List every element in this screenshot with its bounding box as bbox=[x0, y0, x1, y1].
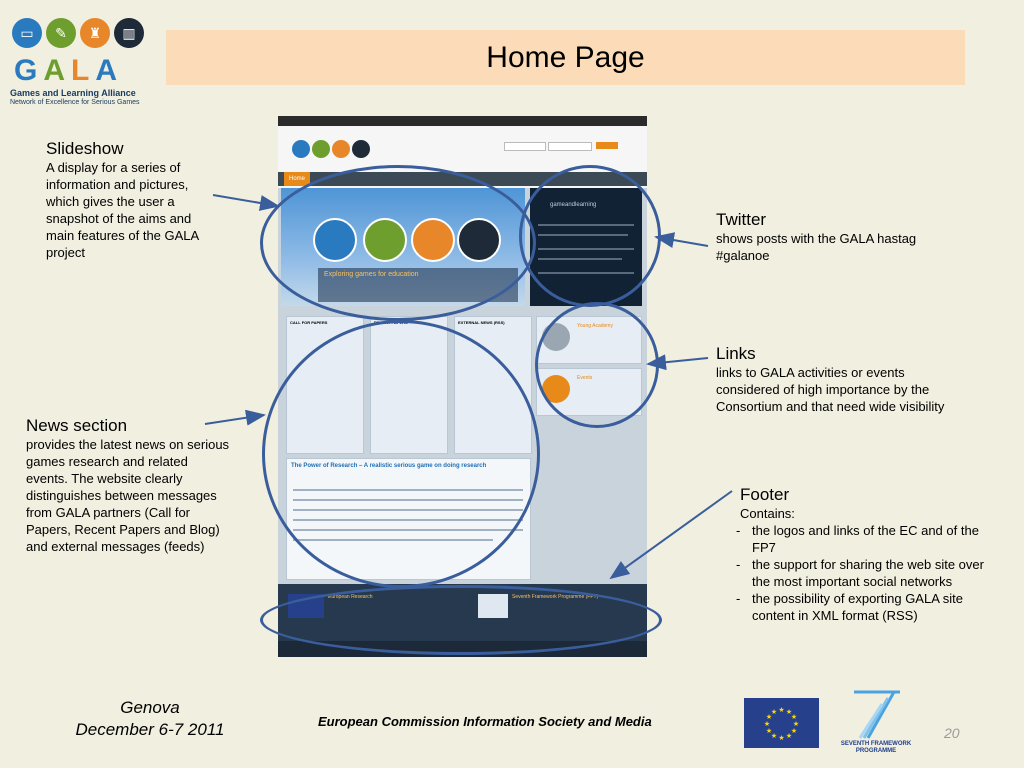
footer-list-item: the possibility of exporting GALA site c… bbox=[734, 590, 1000, 624]
links-heading: Links bbox=[716, 344, 756, 363]
footer-heading: Footer bbox=[740, 485, 790, 504]
fp7-label: SEVENTH FRAMEWORK PROGRAMME bbox=[840, 741, 912, 754]
event-location-date: Genova December 6-7 2011 bbox=[60, 697, 240, 741]
screenshot-logo bbox=[292, 140, 382, 162]
links-ellipse bbox=[535, 302, 659, 428]
slideshow-heading: Slideshow bbox=[46, 139, 124, 158]
svg-text:★: ★ bbox=[791, 727, 797, 735]
footer-list-item: the support for sharing the web site ove… bbox=[734, 556, 1000, 590]
slide-title: Home Page bbox=[486, 40, 645, 74]
event-location: Genova bbox=[120, 698, 180, 717]
monitor-icon: ▭ bbox=[12, 18, 42, 48]
twitter-annotation: Twitter shows posts with the GALA hastag… bbox=[716, 209, 956, 264]
links-annotation: Links links to GALA activities or events… bbox=[716, 343, 966, 415]
footer-ellipse bbox=[260, 585, 662, 655]
twitter-ellipse bbox=[519, 165, 661, 307]
news-ellipse bbox=[262, 320, 540, 588]
footer-list: the logos and links of the EC and of the… bbox=[734, 522, 1000, 624]
svg-text:★: ★ bbox=[791, 713, 797, 721]
event-date: December 6-7 2011 bbox=[75, 720, 225, 739]
news-description: provides the latest news on serious game… bbox=[26, 437, 230, 554]
svg-text:★: ★ bbox=[771, 708, 777, 716]
ec-credit: European Commission Information Society … bbox=[318, 714, 652, 729]
news-annotation: News section provides the latest news on… bbox=[26, 415, 230, 555]
logo-subtitle: Games and Learning Alliance bbox=[10, 88, 136, 98]
logo-tagline: Network of Excellence for Serious Games bbox=[10, 99, 140, 106]
twitter-arrow bbox=[654, 232, 709, 248]
book-icon: ▥ bbox=[114, 18, 144, 48]
gala-logo: ▭ ✎ ♜ ▥ GALA Games and Learning Alliance… bbox=[8, 16, 150, 106]
screenshot-nav-home: Home bbox=[284, 172, 310, 186]
slideshow-annotation: Slideshow A display for a series of info… bbox=[46, 138, 214, 261]
news-heading: News section bbox=[26, 416, 128, 435]
pen-icon: ✎ bbox=[46, 18, 76, 48]
title-bar: Home Page bbox=[166, 30, 965, 85]
twitter-heading: Twitter bbox=[716, 210, 767, 229]
svg-text:★: ★ bbox=[778, 734, 784, 742]
footer-annotation: Footer Contains: the logos and links of … bbox=[736, 484, 1000, 624]
twitter-description: shows posts with the GALA hastag #galano… bbox=[716, 231, 917, 263]
footer-intro: Contains: bbox=[740, 506, 795, 521]
eu-flag-logo: ★★★ ★★★ ★★★ ★★★ bbox=[744, 698, 819, 748]
svg-text:★: ★ bbox=[786, 732, 792, 740]
slideshow-arrow bbox=[212, 194, 280, 211]
logo-wordmark: GALA bbox=[14, 54, 124, 87]
joystick-icon: ♜ bbox=[80, 18, 110, 48]
slideshow-ellipse bbox=[260, 165, 536, 321]
screenshot-topbar bbox=[278, 116, 647, 126]
slideshow-description: A display for a series of information an… bbox=[46, 160, 199, 260]
svg-text:★: ★ bbox=[793, 720, 799, 728]
svg-text:★: ★ bbox=[766, 727, 772, 735]
svg-text:★: ★ bbox=[778, 706, 784, 714]
svg-text:★: ★ bbox=[771, 732, 777, 740]
svg-text:★: ★ bbox=[786, 708, 792, 716]
page-number: 20 bbox=[944, 725, 960, 741]
svg-text:★: ★ bbox=[764, 720, 770, 728]
footer-list-item: the logos and links of the EC and of the… bbox=[734, 522, 1000, 556]
links-description: links to GALA activities or events consi… bbox=[716, 365, 945, 414]
fp7-logo bbox=[840, 688, 912, 750]
svg-text:★: ★ bbox=[766, 713, 772, 721]
